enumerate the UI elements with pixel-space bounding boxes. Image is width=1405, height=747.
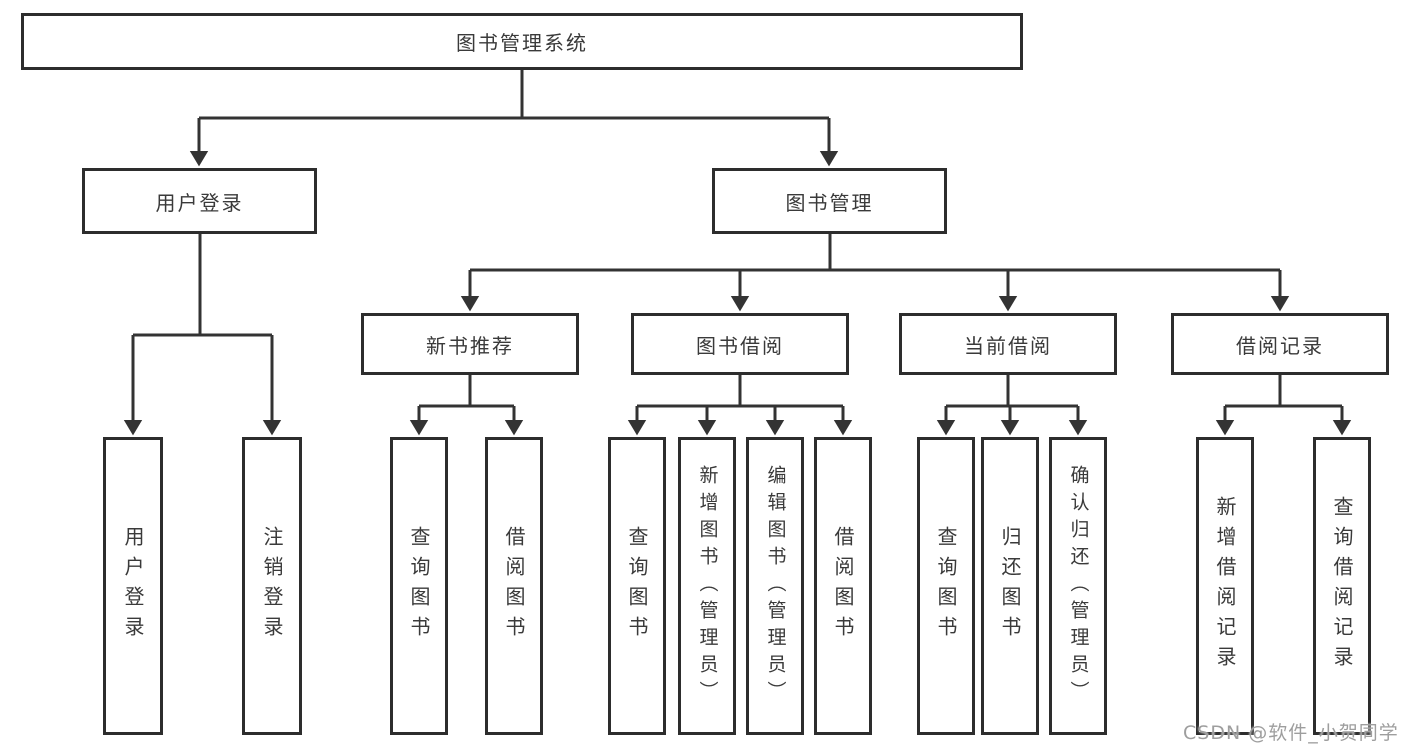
leaf-logout-login: 注销登录 [242,437,302,735]
leaf-borrow-add-books-admin-label: 新增图书（管理员） [696,464,719,708]
leaf-records-add-record-label: 新增借阅记录 [1213,496,1237,676]
node-borrow-records-label: 借阅记录 [1236,333,1324,358]
node-library-system-label: 图书管理系统 [456,31,588,55]
leaf-borrow-edit-books-admin: 编辑图书（管理员） [746,437,804,735]
node-book-borrow-label: 图书借阅 [696,333,784,358]
node-library-system: 图书管理系统 [21,13,1023,70]
leaf-borrow-borrow-books: 借阅图书 [814,437,872,735]
leaf-newrec-borrow-books: 借阅图书 [485,437,543,735]
node-new-book-recommend-label: 新书推荐 [426,333,514,358]
node-user-login-label: 用户登录 [155,190,244,215]
node-new-book-recommend: 新书推荐 [361,313,579,375]
leaf-newrec-query-books-label: 查询图书 [407,526,431,646]
node-current-borrow: 当前借阅 [899,313,1117,375]
leaf-current-query-books: 查询图书 [917,437,975,735]
leaf-current-return-books-label: 归还图书 [998,526,1022,646]
leaf-borrow-query-books: 查询图书 [608,437,666,735]
node-book-borrow: 图书借阅 [631,313,849,375]
leaf-current-return-books: 归还图书 [981,437,1039,735]
leaf-records-add-record: 新增借阅记录 [1196,437,1254,735]
leaf-newrec-query-books: 查询图书 [390,437,448,735]
leaf-logout-login-label: 注销登录 [260,526,284,646]
node-book-management: 图书管理 [712,168,947,234]
leaf-borrow-edit-books-admin-label: 编辑图书（管理员） [764,464,787,708]
leaf-borrow-add-books-admin: 新增图书（管理员） [678,437,736,735]
leaf-user-login: 用户登录 [103,437,163,735]
watermark: CSDN @软件_小贺同学 [1183,722,1399,744]
leaf-records-query-record: 查询借阅记录 [1313,437,1371,735]
leaf-borrow-query-books-label: 查询图书 [625,526,649,646]
leaf-user-login-label: 用户登录 [121,526,145,646]
leaf-newrec-borrow-books-label: 借阅图书 [502,526,526,646]
leaf-records-query-record-label: 查询借阅记录 [1330,496,1354,676]
leaf-borrow-borrow-books-label: 借阅图书 [831,526,855,646]
leaf-current-confirm-return-admin-label: 确认归还（管理员） [1067,464,1090,708]
node-user-login: 用户登录 [82,168,317,234]
leaf-current-query-books-label: 查询图书 [934,526,958,646]
node-current-borrow-label: 当前借阅 [964,333,1052,358]
node-borrow-records: 借阅记录 [1171,313,1389,375]
node-book-management-label: 图书管理 [785,190,874,215]
leaf-current-confirm-return-admin: 确认归还（管理员） [1049,437,1107,735]
